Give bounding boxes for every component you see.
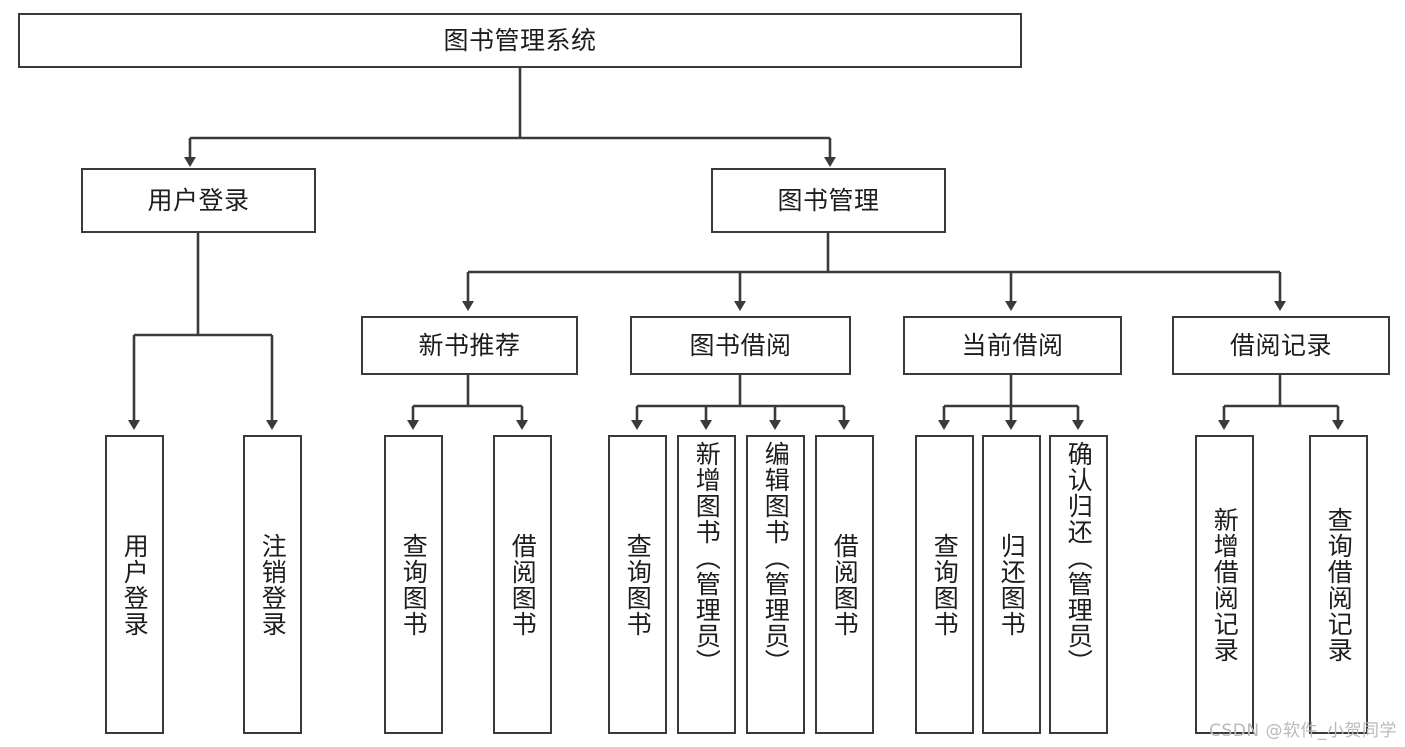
csdn-watermark: CSDN @软件_小贺同学 bbox=[1209, 721, 1397, 741]
node-label: 借阅图书 bbox=[830, 532, 860, 637]
node-new-book-recommend[interactable]: 新书推荐 bbox=[361, 316, 578, 375]
leaf-query-book-borrow[interactable]: 查询图书 bbox=[608, 435, 667, 734]
node-label: 归还图书 bbox=[997, 532, 1027, 637]
leaf-query-book-current[interactable]: 查询图书 bbox=[915, 435, 974, 734]
node-label: 图书管理 bbox=[777, 185, 880, 215]
node-label: 图书管理系统 bbox=[443, 25, 597, 55]
node-current-borrow[interactable]: 当前借阅 bbox=[903, 316, 1122, 375]
node-borrow-record[interactable]: 借阅记录 bbox=[1172, 316, 1390, 375]
node-label: 用户登录 bbox=[120, 532, 150, 637]
leaf-query-book-recommend[interactable]: 查询图书 bbox=[384, 435, 443, 734]
leaf-confirm-return-admin[interactable]: 确认归还（管理员） bbox=[1049, 435, 1108, 734]
node-label: 当前借阅 bbox=[961, 330, 1064, 360]
leaf-edit-book-admin[interactable]: 编辑图书（管理员） bbox=[746, 435, 805, 734]
node-book-management[interactable]: 图书管理 bbox=[711, 168, 946, 233]
node-label: 借阅记录 bbox=[1229, 330, 1332, 360]
node-label: 查询借阅记录 bbox=[1324, 506, 1354, 663]
leaf-return-book[interactable]: 归还图书 bbox=[982, 435, 1041, 734]
leaf-logout-login[interactable]: 注销登录 bbox=[243, 435, 302, 734]
node-label: 新增借阅记录 bbox=[1210, 506, 1240, 663]
leaf-add-borrow-record[interactable]: 新增借阅记录 bbox=[1195, 435, 1254, 734]
leaf-add-book-admin[interactable]: 新增图书（管理员） bbox=[677, 435, 736, 734]
node-root-system[interactable]: 图书管理系统 bbox=[18, 13, 1022, 68]
node-label: 查询图书 bbox=[623, 532, 653, 637]
node-label: 图书借阅 bbox=[689, 330, 792, 360]
node-label: 查询图书 bbox=[399, 532, 429, 637]
node-label: 查询图书 bbox=[930, 532, 960, 637]
leaf-query-borrow-record[interactable]: 查询借阅记录 bbox=[1309, 435, 1368, 734]
node-user-login[interactable]: 用户登录 bbox=[81, 168, 316, 233]
node-book-borrow[interactable]: 图书借阅 bbox=[630, 316, 851, 375]
node-label: 借阅图书 bbox=[508, 532, 538, 637]
leaf-user-login[interactable]: 用户登录 bbox=[105, 435, 164, 734]
node-label: 新书推荐 bbox=[418, 330, 521, 360]
leaf-borrow-book[interactable]: 借阅图书 bbox=[815, 435, 874, 734]
node-label: 注销登录 bbox=[258, 532, 288, 637]
node-label: 新增图书（管理员） bbox=[692, 441, 722, 675]
leaf-borrow-book-recommend[interactable]: 借阅图书 bbox=[493, 435, 552, 734]
node-label: 确认归还（管理员） bbox=[1064, 441, 1094, 675]
node-label: 编辑图书（管理员） bbox=[761, 441, 791, 675]
node-label: 用户登录 bbox=[147, 185, 250, 215]
